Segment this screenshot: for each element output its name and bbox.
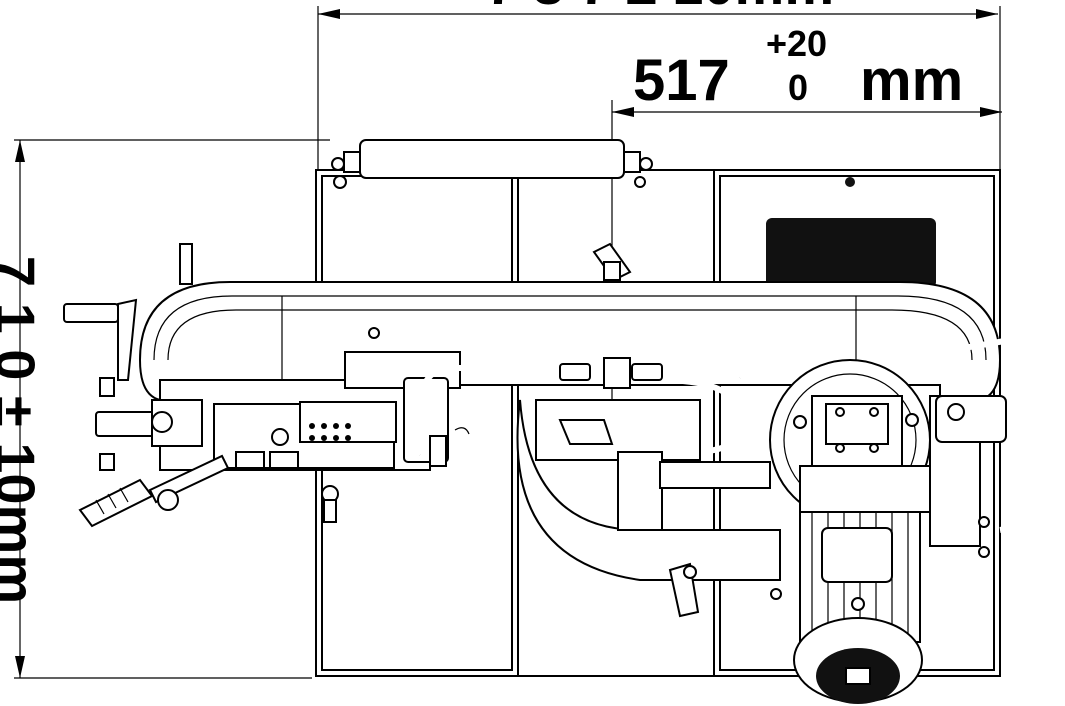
top-roller (331, 139, 653, 189)
width-value: 517 (633, 48, 730, 113)
lever-handle (78, 454, 230, 528)
top-dimension-label: 7 8 7 ± 10mm (486, 0, 834, 16)
tension-screw (592, 242, 632, 282)
tolerance-zero: 0 (788, 67, 808, 108)
cutting-area (321, 399, 782, 618)
ventilation-panel (766, 218, 936, 288)
width-dimension: 517 +20 0 mm (611, 23, 1002, 460)
vise-handwheel (63, 243, 203, 471)
electric-motor (793, 511, 923, 704)
gearbox (799, 395, 1007, 558)
height-dimension-label: 7 1 0 ± 10mm (0, 256, 47, 604)
tolerance-plus: +20 (766, 23, 827, 64)
width-unit: mm (860, 48, 963, 113)
top-overall-dimension: 7 8 7 ± 10mm (317, 0, 1001, 170)
blade-guide (159, 351, 470, 471)
height-dimension: 7 1 0 ± 10mm (0, 139, 330, 679)
